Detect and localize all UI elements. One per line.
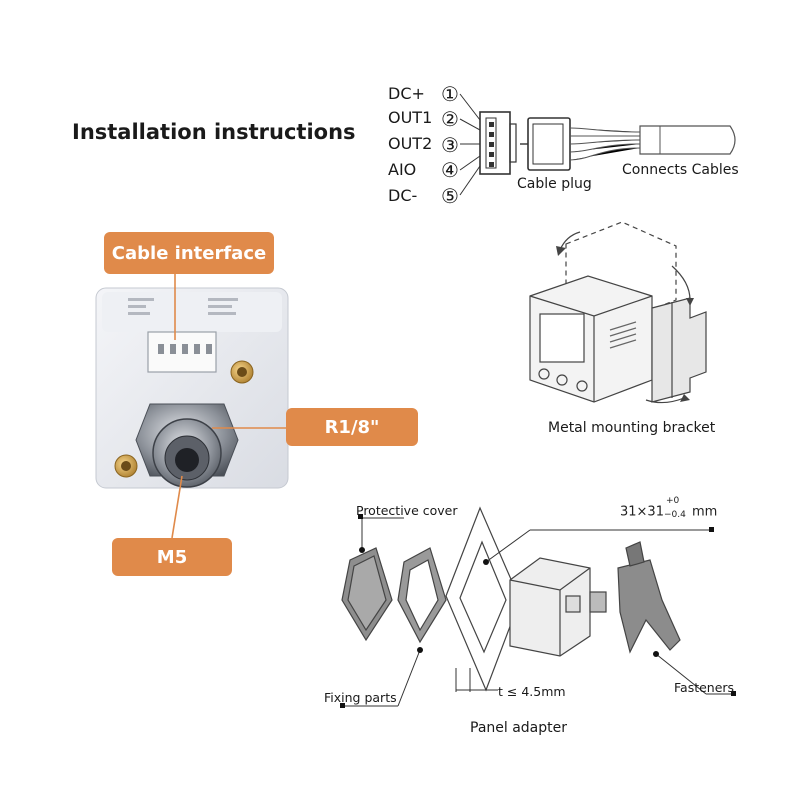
port-size-tag: M5 [112,538,232,576]
pin-label-aio: AIO [388,160,417,179]
panel-adapter-label: Panel adapter [470,720,568,736]
cable-interface-tag: Cable interface [104,232,274,274]
protective-cover-label: Protective cover [356,503,458,518]
fasteners-label: Fasteners [674,680,735,695]
pin-label-out2: OUT2 [388,134,433,153]
cutout-unit: mm [691,504,718,520]
pin-label-dc-plus: DC+ [388,84,425,103]
connects-cables-label: Connects Cables [622,162,739,178]
metal-bracket-label: Metal mounting bracket [548,420,716,436]
pin-number-5: ⑤ [441,184,459,208]
cutout-tolerance-minus: −0.4 [663,510,686,520]
pin-number-4: ④ [441,158,459,182]
pin-label-out1: OUT1 [388,108,433,127]
thickness-label: t ≤ 4.5mm [498,684,566,699]
cutout-size-label: 31×31 +0 −0.4 mm [620,496,718,522]
cutout-base: 31×31 [620,504,664,520]
pin-label-dc-minus: DC- [388,186,418,205]
page-title: Installation instructions [72,120,356,144]
cutout-tolerance-plus: +0 [665,496,680,506]
cable-plug-label: Cable plug [517,176,592,192]
pin-number-2: ② [441,107,459,131]
fixing-parts-label: Fixing parts [324,690,397,705]
pin-number-1: ① [441,82,459,106]
thread-size-tag: R1/8" [286,408,418,446]
pin-number-3: ③ [441,133,459,157]
